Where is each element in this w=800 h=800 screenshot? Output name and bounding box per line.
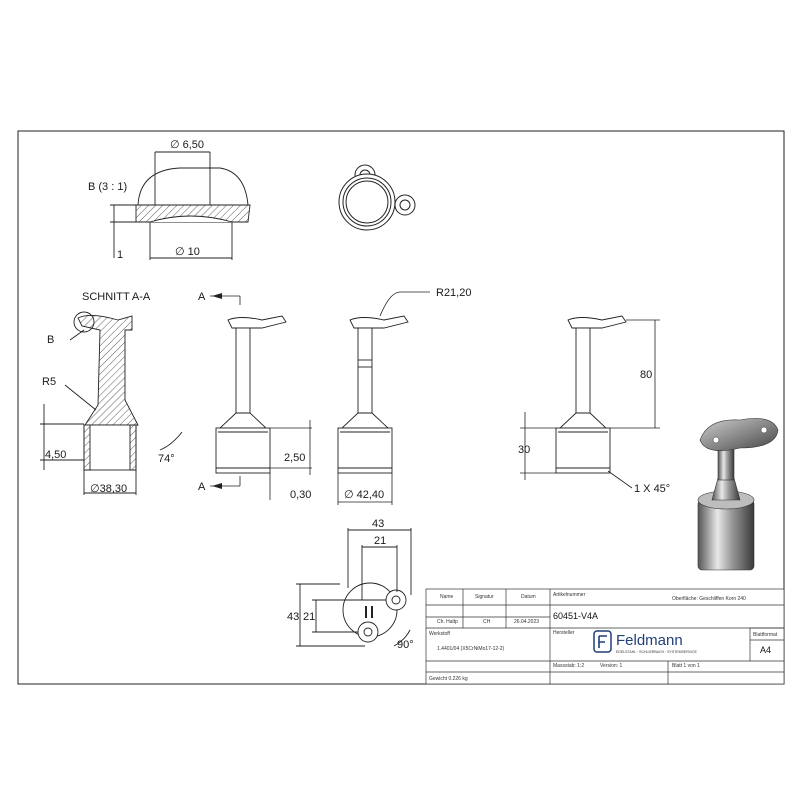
top-view (338, 164, 416, 231)
detail-b-label: B (3 : 1) (88, 181, 127, 193)
tb-datum: 26.04.2023 (514, 619, 539, 625)
dim-1: 1 (117, 249, 123, 261)
tb-company-sub: EDELSTAHL · SCHLIERBACH · SYSTEMSERVICE (616, 650, 698, 654)
tb-massstab: Massstab: 1:2 (553, 663, 584, 669)
company-logo-icon (593, 630, 612, 653)
tb-werkstoff-label: Werkstoff (429, 631, 451, 637)
tb-hersteller-label: Hersteller (553, 630, 575, 636)
bottom-view (296, 528, 412, 647)
dim-80: 80 (640, 369, 652, 381)
dim-bottom-21-top: 21 (374, 535, 386, 547)
dim-dia-4240: ∅ 42,40 (344, 489, 384, 501)
tb-blattformat-label: Blattformat (753, 632, 778, 638)
dim-chamfer: 1 X 45° (634, 483, 670, 495)
drawing-frame (17, 130, 785, 685)
side-view-dims (337, 291, 430, 505)
tb-h-datum: Datum (521, 594, 536, 600)
dim-30: 30 (518, 444, 530, 456)
section-b-label: B (47, 334, 54, 346)
tb-werkstoff: 1.4401/04 (X5CrNiMo17-12-2) (437, 646, 505, 652)
dim-450: 4,50 (45, 449, 66, 461)
dim-r5: R5 (42, 376, 56, 388)
iso-view (697, 418, 779, 571)
cut-a-top: A (198, 291, 206, 303)
dim-bottom-21-left: 21 (303, 611, 315, 623)
dim-dia-10: ∅ 10 (175, 246, 200, 258)
tb-gewicht: Gewicht 0.226 kg (429, 676, 468, 682)
tb-version: Version: 1 (600, 663, 622, 669)
tb-signatur: CH (483, 619, 491, 625)
dim-angle-90: 90° (397, 639, 414, 651)
tb-blatt: Blatt 1 von 1 (672, 663, 700, 669)
tb-h-signatur: Signatur (475, 594, 494, 600)
section-title: SCHNITT A-A (82, 291, 151, 303)
dim-bottom-43-top: 43 (372, 518, 384, 530)
dim-r2120: R21,20 (436, 287, 471, 299)
side-view (337, 315, 409, 474)
dim-bottom-43-left: 43 (287, 611, 299, 623)
cut-a-bottom: A (198, 481, 206, 493)
right-view-dims (520, 319, 660, 489)
tb-artikel-label: Artikelnummer (553, 592, 586, 598)
dim-030: 0,30 (290, 489, 311, 501)
tb-artikel: 60451-V4A (553, 611, 598, 621)
section-a-a-view (40, 311, 183, 495)
front-view (215, 315, 287, 474)
tb-oberflaeche: Oberfläche: Geschliffen Korn 240 (672, 596, 746, 602)
tb-company: Feldmann (616, 632, 683, 649)
detail-b-view (110, 151, 251, 260)
dim-dia-650: ∅ 6,50 (170, 139, 204, 151)
tb-blattformat: A4 (760, 645, 771, 655)
tb-name: Ch. Haltp (437, 619, 458, 625)
dim-angle-74: 74° (158, 453, 175, 465)
tb-h-name: Name (440, 594, 454, 600)
dim-dia-3830: ∅38,30 (90, 483, 127, 495)
dim-250: 2,50 (284, 452, 305, 464)
right-view (555, 315, 627, 474)
